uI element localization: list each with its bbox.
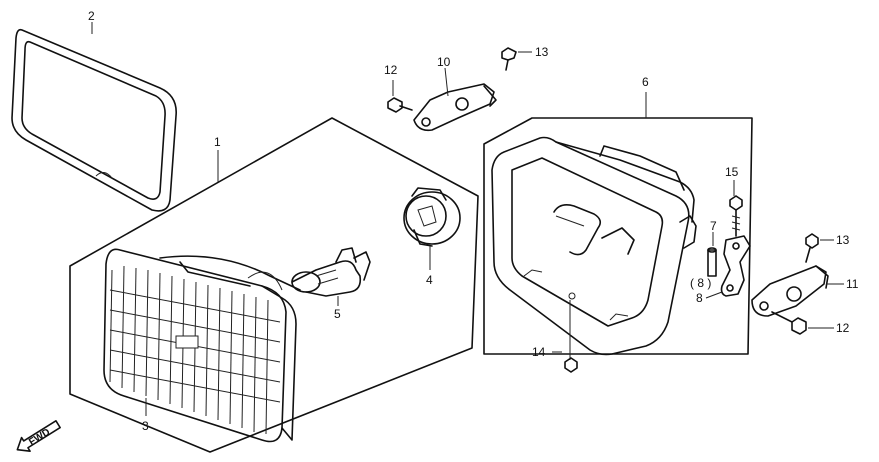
assembly-6-outline bbox=[483, 117, 753, 355]
part-7-collar bbox=[707, 247, 717, 277]
label-8-paren: ( 8 ) bbox=[690, 276, 711, 290]
leader-10 bbox=[444, 67, 449, 97]
part-12-bolt-lower bbox=[771, 311, 807, 335]
part-15-screw bbox=[729, 195, 743, 237]
label-15: 15 bbox=[725, 165, 739, 179]
part-14-bolt bbox=[564, 357, 578, 373]
part-12-bolt-upper bbox=[387, 97, 413, 113]
part-4-dust-cover bbox=[403, 187, 461, 247]
label-11: 11 bbox=[846, 277, 859, 291]
assembly-1-outline bbox=[69, 117, 479, 453]
label-5: 5 bbox=[334, 307, 341, 321]
label-4: 4 bbox=[426, 273, 433, 287]
label-2: 2 bbox=[88, 9, 95, 23]
part-3-headlight-unit bbox=[103, 248, 301, 443]
part-13-bolt-upper bbox=[501, 47, 517, 71]
label-13b: 13 bbox=[836, 233, 850, 247]
part-6-headlight-case bbox=[491, 136, 697, 356]
fwd-arrow-icon: FWD bbox=[16, 420, 61, 452]
leader-8 bbox=[705, 291, 723, 299]
label-6: 6 bbox=[642, 75, 649, 89]
label-3: 3 bbox=[142, 419, 149, 433]
label-1: 1 bbox=[214, 135, 221, 149]
label-12a: 12 bbox=[384, 63, 398, 77]
lens-pattern bbox=[109, 265, 281, 435]
part-2-rim bbox=[11, 28, 177, 212]
label-14: 14 bbox=[532, 345, 546, 359]
label-8: 8 bbox=[696, 291, 703, 305]
label-7: 7 bbox=[710, 219, 717, 233]
part-8-bracket bbox=[720, 235, 751, 297]
part-11-stay bbox=[751, 265, 829, 317]
label-12b: 12 bbox=[836, 321, 850, 335]
part-5-bulb bbox=[291, 247, 371, 297]
part-13-bolt-lower bbox=[805, 233, 819, 263]
label-13a: 13 bbox=[535, 45, 549, 59]
label-10: 10 bbox=[437, 55, 451, 69]
part-10-stay bbox=[413, 83, 497, 132]
lens-badge bbox=[175, 335, 199, 349]
